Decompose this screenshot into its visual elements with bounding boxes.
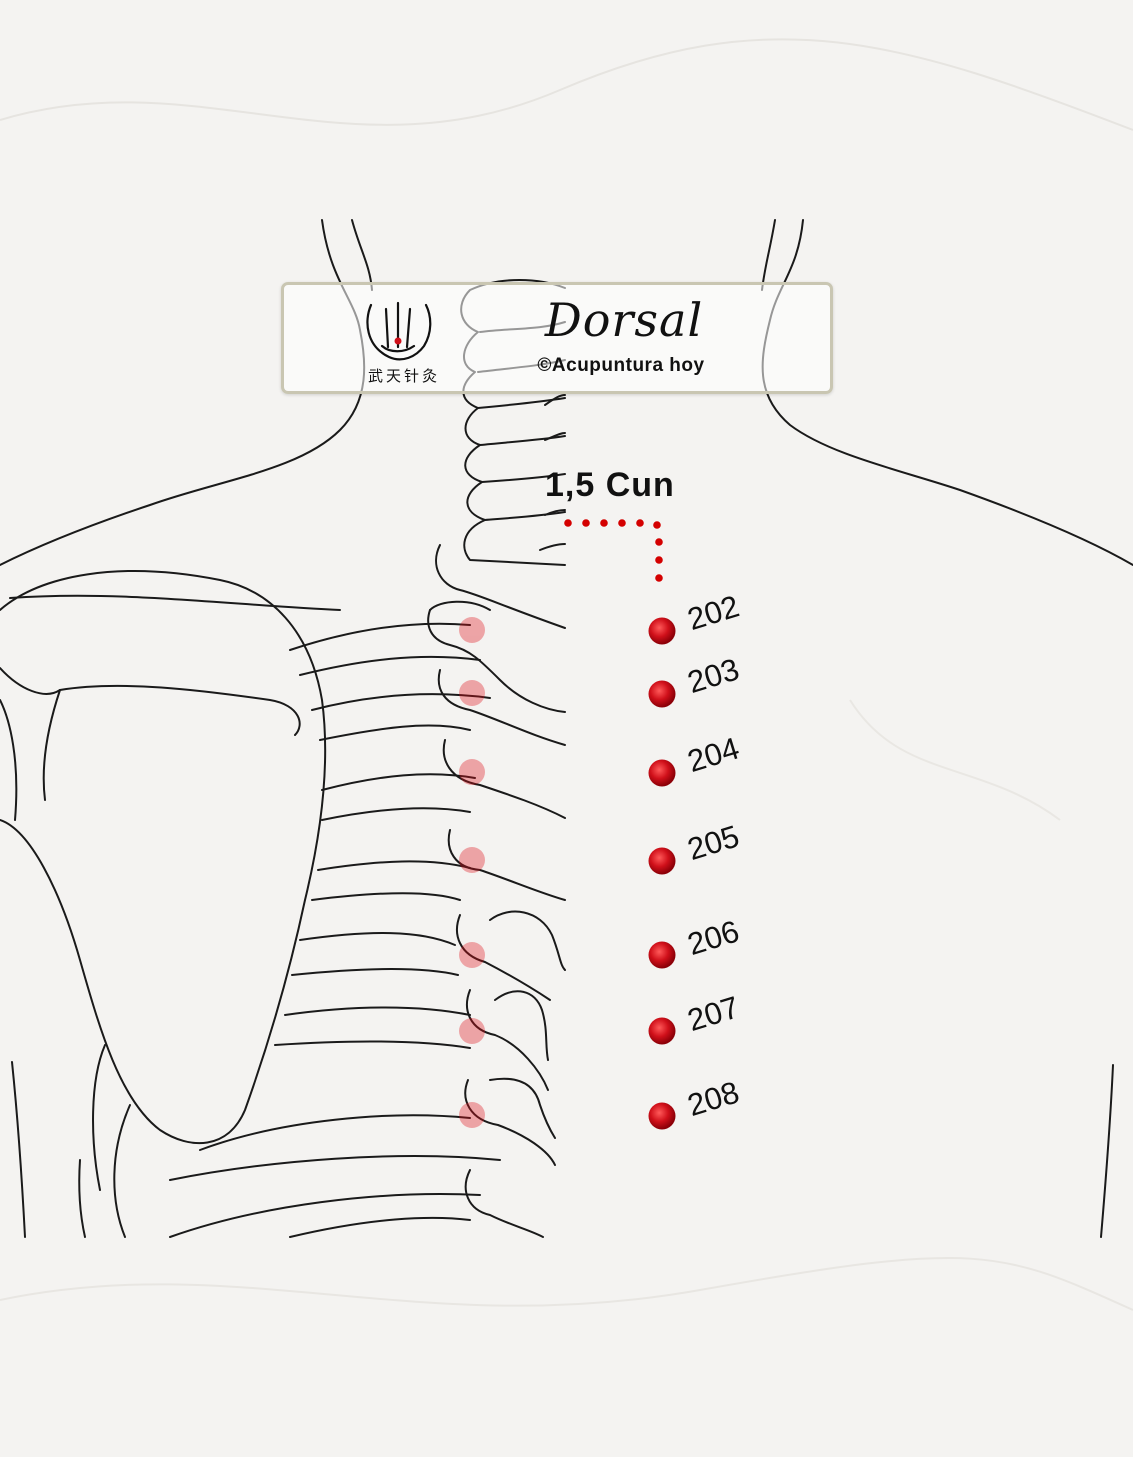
acupoint-208-marker <box>648 1102 676 1130</box>
left-torso-edge <box>11 1061 26 1238</box>
cun-measurement-label: 1,5 Cun <box>545 466 675 504</box>
logo-caption: 武天针灸 <box>367 367 440 385</box>
acupuncture-logo-icon <box>366 301 432 361</box>
acupoint-207-marker <box>648 1017 676 1045</box>
copyright-subtitle: ©Acupuntura hoy <box>537 355 705 376</box>
page-title: Dorsal <box>544 293 704 347</box>
title-panel: 武天针灸 Dorsal ©Acupuntura hoy <box>281 282 833 394</box>
scapula <box>0 570 327 1144</box>
acupoint-206-marker <box>648 941 676 969</box>
acupoints <box>648 617 676 1130</box>
right-torso-edge <box>1100 1064 1114 1238</box>
cun-guide-line <box>564 519 663 582</box>
mirror-points <box>459 617 485 1128</box>
acupoint-202-marker <box>648 617 676 645</box>
thoracic-spine <box>435 544 566 629</box>
acupoint-205-marker <box>648 847 676 875</box>
acupoint-203-marker <box>648 680 676 708</box>
acupoint-204-marker <box>648 759 676 787</box>
